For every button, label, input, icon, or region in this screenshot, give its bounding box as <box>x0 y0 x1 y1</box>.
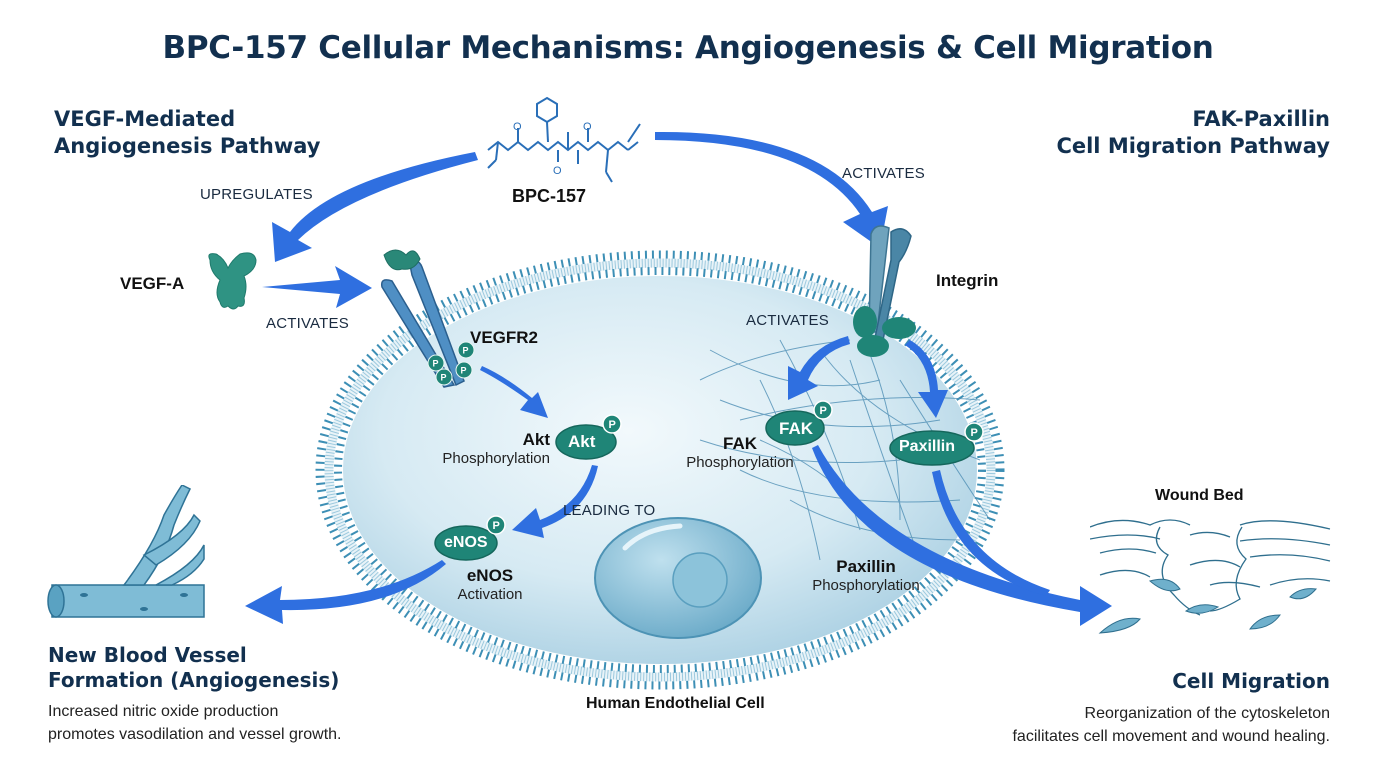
arrow-migration-main <box>812 445 1112 626</box>
left-pathway-title: VEGF-Mediated Angiogenesis Pathway <box>54 106 320 160</box>
label-activates-vegfr2: ACTIVATES <box>266 315 349 332</box>
left-pathway-title-line1: VEGF-Mediated <box>54 107 236 131</box>
membrane-tails <box>324 258 996 682</box>
angiogenesis-desc-line2: promotes vasodilation and vessel growth. <box>48 726 342 743</box>
svg-text:P: P <box>433 359 439 369</box>
phospho-badge: P <box>493 520 500 532</box>
arrow-akt-enos <box>512 465 598 538</box>
svg-text:P: P <box>461 366 467 376</box>
enos-protein-pill: P <box>434 515 506 561</box>
angiogenesis-title-line1: New Blood Vessel <box>48 643 247 667</box>
cell-label: Human Endothelial Cell <box>586 695 765 712</box>
label-leading-to: LEADING TO <box>563 502 656 519</box>
angiogenesis-desc-line1: Increased nitric oxide production <box>48 703 279 720</box>
enos-label-group: eNOS Activation <box>450 566 530 603</box>
akt-pill-text: Akt <box>568 432 596 451</box>
akt-label-group: Akt Phosphorylation <box>428 430 550 467</box>
blood-vessel-icon <box>47 485 205 618</box>
akt-label: Akt <box>522 430 550 449</box>
angiogenesis-title: New Blood Vessel Formation (Angiogenesis… <box>48 643 339 693</box>
fak-pill-text: FAK <box>779 419 813 438</box>
fak-label-group: FAK Phosphorylation <box>678 434 802 471</box>
cytoplasm <box>343 276 977 664</box>
label-upregulates: UPREGULATES <box>200 186 313 203</box>
endothelial-cell <box>315 250 1005 690</box>
migration-desc-line1: Reorganization of the cytoskeleton <box>1084 705 1330 722</box>
angiogenesis-title-line2: Formation (Angiogenesis) <box>48 668 340 692</box>
right-pathway-title: FAK-Paxillin Cell Migration Pathway <box>1056 106 1330 160</box>
outer-membrane-beads <box>315 250 1005 690</box>
phospho-badge: P <box>463 346 469 356</box>
svg-text:O: O <box>583 121 592 133</box>
molecule-structure-icon: O O O <box>487 96 641 183</box>
label-activates-fak: ACTIVATES <box>746 312 829 329</box>
right-pathway-title-line1: FAK-Paxillin <box>1192 107 1330 131</box>
arrow-enos-vessel <box>245 560 446 624</box>
fak-sublabel: Phosphorylation <box>686 454 794 471</box>
inner-membrane-beads <box>334 267 986 673</box>
enos-label: eNOS <box>466 566 514 585</box>
arrow-activates-integrin <box>655 131 888 248</box>
arrow-integrin-fak <box>788 336 850 400</box>
nucleolus-icon <box>672 552 728 608</box>
right-pathway-title-line2: Cell Migration Pathway <box>1056 134 1330 158</box>
fak-label: FAK <box>723 434 757 453</box>
paxillin-protein-pill: P <box>889 422 984 466</box>
paxillin-label: Paxillin <box>836 557 896 576</box>
vegfr2-label: VEGFR2 <box>470 328 539 347</box>
akt-sublabel: Phosphorylation <box>442 450 550 467</box>
label-activates-integrin: ACTIVATES <box>842 165 925 182</box>
enos-sublabel: Activation <box>457 586 523 603</box>
phospho-badge: P <box>971 427 978 439</box>
svg-text:O: O <box>513 121 522 133</box>
migration-description: Reorganization of the cytoskeleton facil… <box>1012 702 1330 748</box>
arrow-vegfr2-akt <box>480 366 548 418</box>
enos-pill-text: eNOS <box>444 534 488 551</box>
vegf-a-label: VEGF-A <box>120 274 185 293</box>
arrow-integrin-paxillin <box>905 340 948 418</box>
left-pathway-title-line2: Angiogenesis Pathway <box>54 134 321 158</box>
svg-text:P: P <box>441 373 447 383</box>
paxillin-label-group: Paxillin Phosphorylation <box>803 557 929 594</box>
angiogenesis-description: Increased nitric oxide production promot… <box>48 700 342 746</box>
migration-title: Cell Migration <box>1172 669 1330 693</box>
wound-bed-icon <box>1090 519 1331 634</box>
paxillin-pill-text: Paxillin <box>899 438 956 455</box>
migration-desc-line2: facilitates cell movement and wound heal… <box>1012 728 1330 745</box>
integrin-label: Integrin <box>936 271 999 290</box>
phospho-badge: P <box>609 419 616 431</box>
compound-label: BPC-157 <box>512 186 587 206</box>
akt-protein-pill: P <box>555 414 622 460</box>
vegf-a-protein-icon <box>208 252 257 310</box>
arrow-activates-vegfr2 <box>262 266 372 308</box>
svg-text:O: O <box>553 165 562 177</box>
arrow-upregulates <box>272 152 478 262</box>
phospho-badge: P <box>820 405 827 417</box>
wound-bed-label: Wound Bed <box>1155 487 1244 504</box>
paxillin-sublabel: Phosphorylation <box>812 577 920 594</box>
diagram-title: BPC-157 Cellular Mechanisms: Angiogenesi… <box>162 30 1214 66</box>
integrin-receptor-icon <box>853 225 916 357</box>
fak-protein-pill: P <box>765 400 833 446</box>
